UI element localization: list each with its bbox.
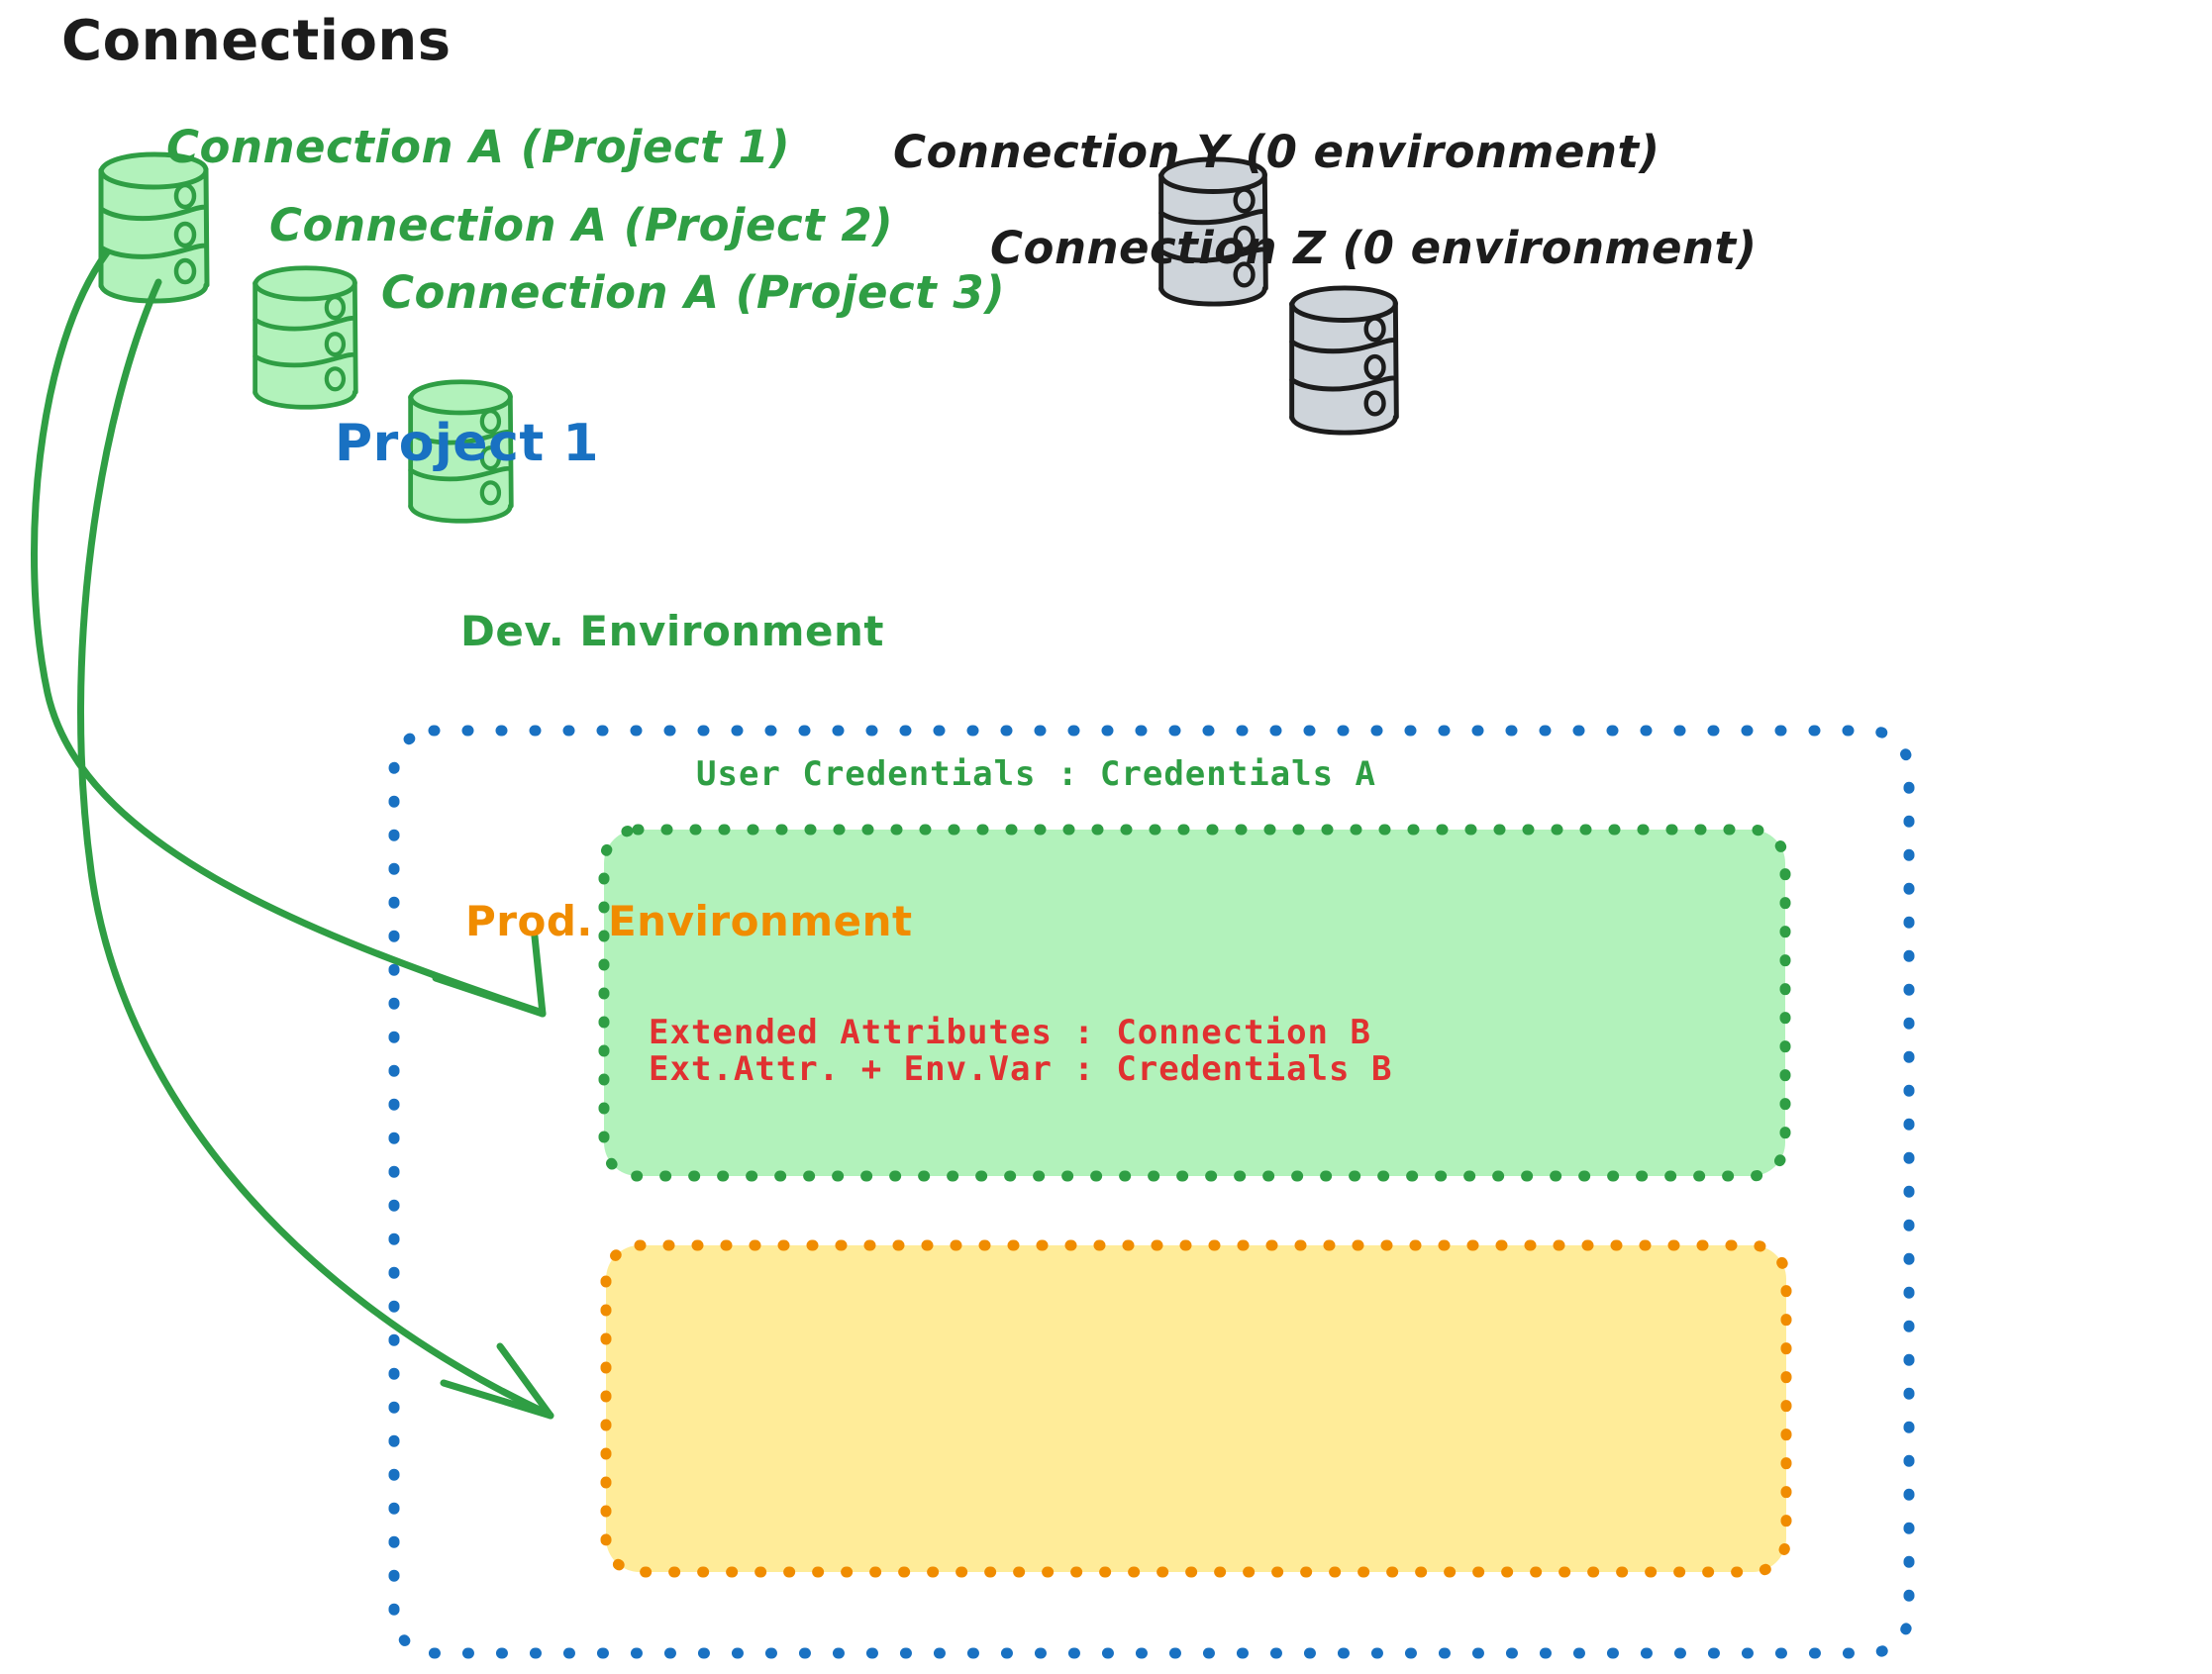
label-connection-y: Connection Y (0 environment) [893, 126, 1660, 178]
database-icon-connection-z[interactable] [1291, 287, 1397, 434]
dev-environment-title: Dev. Environment [460, 607, 884, 655]
database-icon-connection-a-project-2[interactable] [254, 267, 356, 409]
project-1-title: Project 1 [335, 414, 600, 473]
project-1-container [388, 725, 1915, 1659]
label-connection-a-project-3: Connection A (Project 3) [381, 266, 1006, 319]
page-title: Connections [61, 9, 452, 73]
prod-environment-box[interactable] [600, 1239, 1792, 1578]
arrow-connection-a-to-dev [31, 248, 547, 1018]
prod-environment-title: Prod. Environment [465, 897, 913, 945]
prod-environment-env-var-line: Ext.Attr. + Env.Var : Credentials B [649, 1049, 1393, 1089]
arrow-connection-a-to-prod [77, 278, 554, 1420]
label-connection-a-project-1: Connection A (Project 1) [166, 121, 791, 173]
dev-environment-box[interactable] [598, 824, 1791, 1182]
dev-environment-credentials-line: User Credentials : Credentials A [696, 754, 1377, 794]
prod-environment-extended-attributes-line: Extended Attributes : Connection B [649, 1013, 1371, 1052]
label-connection-z: Connection Z (0 environment) [990, 222, 1758, 274]
database-icon-connection-a-project-1[interactable] [100, 153, 207, 302]
label-connection-a-project-2: Connection A (Project 2) [269, 199, 894, 251]
